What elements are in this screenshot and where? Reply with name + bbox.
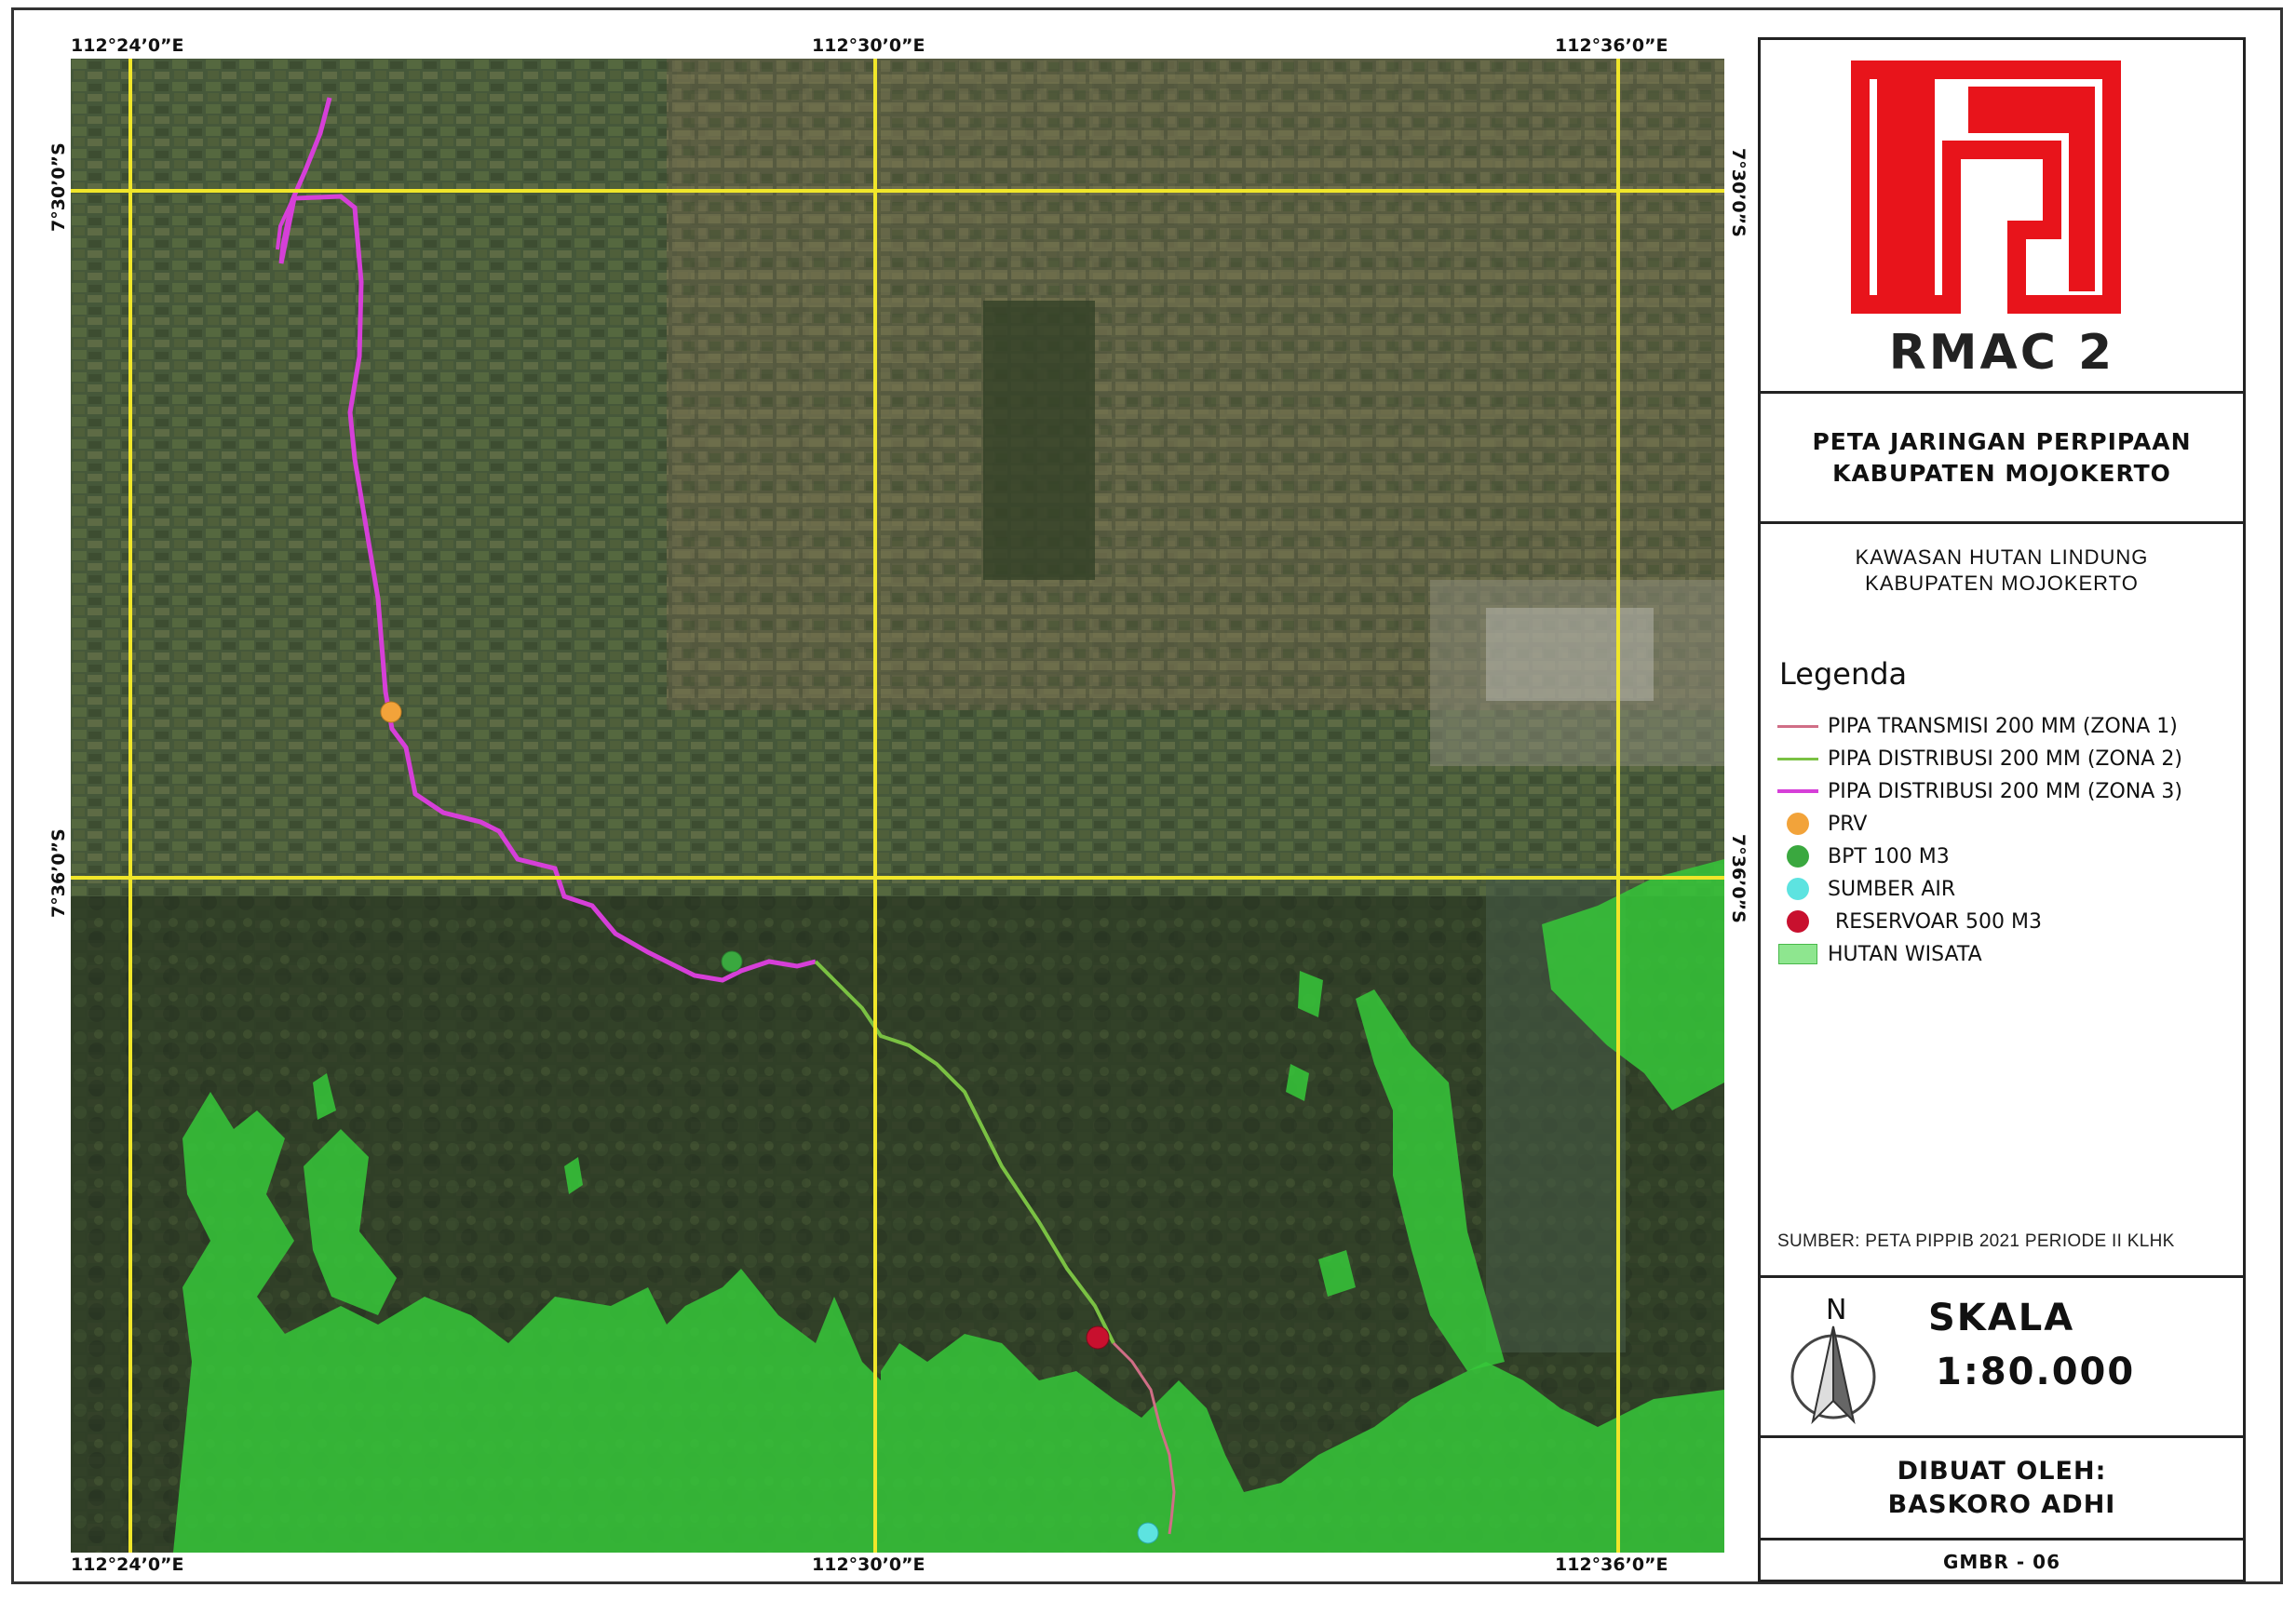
legend-item-prv: PRV — [1777, 810, 1867, 838]
bpt-marker — [721, 950, 743, 973]
dot-symbol-icon — [1787, 910, 1809, 933]
coord-right-1: 7°30’0”S — [1728, 148, 1749, 237]
author-section: DIBUAT OLEH: BASKORO ADHI — [1761, 1438, 2243, 1540]
legend-label: PIPA DISTRIBUSI 200 MM (ZONA 2) — [1828, 747, 2182, 771]
coord-left-1: 7°30’0”S — [48, 142, 69, 232]
rmac-logo-icon — [1851, 61, 2121, 314]
dot-symbol-icon — [1787, 813, 1809, 835]
coord-top-1: 112°24’0”E — [71, 35, 184, 56]
legend-section: KAWASAN HUTAN LINDUNG KABUPATEN MOJOKERT… — [1761, 524, 2243, 1278]
coord-left-2: 7°36’0”S — [48, 828, 69, 918]
grid-lines — [71, 59, 1724, 1553]
legend-item-sumber-air: SUMBER AIR — [1777, 875, 1955, 903]
prv-marker — [380, 701, 402, 723]
reservoar-marker — [1086, 1325, 1110, 1350]
dot-symbol-icon — [1787, 878, 1809, 900]
area-symbol-icon — [1778, 944, 1817, 964]
coord-top-3: 112°36’0”E — [1555, 35, 1668, 56]
legend-item-reservoar: RESERVOAR 500 M3 — [1777, 908, 2042, 935]
pipe-zona-1 — [1112, 1341, 1176, 1535]
coord-bottom-1: 112°24’0”E — [71, 1554, 184, 1575]
map-canvas[interactable] — [71, 59, 1724, 1553]
coord-bottom-2: 112°30’0”E — [812, 1554, 925, 1575]
legend-item-pipa-transmisi: PIPA TRANSMISI 200 MM (ZONA 1) — [1777, 712, 2178, 740]
scale-section: N SKALA 1:80.000 — [1761, 1278, 2243, 1438]
subtitle-line-2: KABUPATEN MOJOKERTO — [1865, 572, 2139, 595]
legend-label: HUTAN WISATA — [1828, 942, 1982, 966]
legend-label: PIPA DISTRIBUSI 200 MM (ZONA 3) — [1828, 779, 2182, 803]
legend-item-pipa-zona-3: PIPA DISTRIBUSI 200 MM (ZONA 3) — [1777, 777, 2182, 805]
legend-label: SUMBER AIR — [1828, 877, 1956, 901]
legend-item-pipa-zona-2: PIPA DISTRIBUSI 200 MM (ZONA 2) — [1777, 745, 2182, 773]
line-symbol-icon — [1777, 757, 1818, 760]
dot-symbol-icon — [1787, 845, 1809, 868]
sumber-air-marker — [1137, 1522, 1159, 1544]
line-symbol-icon — [1777, 724, 1818, 728]
coord-right-2: 7°36’0”S — [1728, 834, 1749, 923]
forest-areas — [173, 859, 1724, 1553]
line-symbol-icon — [1777, 789, 1818, 793]
scale-title: SKALA — [1928, 1297, 2075, 1339]
legend-label: RESERVOAR 500 M3 — [1835, 909, 2043, 934]
satellite-map — [71, 59, 1724, 1553]
coord-bottom-3: 112°36’0”E — [1555, 1554, 1668, 1575]
pipe-zona-2 — [814, 960, 1115, 1344]
north-label: N — [1826, 1294, 1846, 1326]
author-name: BASKORO ADHI — [1887, 1489, 2116, 1519]
subtitle-line-1: KAWASAN HUTAN LINDUNG — [1855, 545, 2149, 569]
legend-label: PRV — [1828, 812, 1868, 836]
source-note: SUMBER: PETA PIPPIB 2021 PERIODE II KLHK — [1777, 1231, 2175, 1251]
pipe-zona-3 — [278, 97, 817, 983]
map-title-line-1: PETA JARINGAN PERPIPAAN — [1812, 427, 2192, 455]
logo-text: RMAC 2 — [1888, 325, 2115, 381]
coord-top-2: 112°30’0”E — [812, 35, 925, 56]
legend-label: BPT 100 M3 — [1828, 844, 1950, 868]
logo-section: RMAC 2 — [1761, 40, 2243, 394]
legend-label: PIPA TRANSMISI 200 MM (ZONA 1) — [1828, 714, 2178, 738]
scale-value: 1:80.000 — [1936, 1351, 2136, 1393]
map-info-panel: RMAC 2 PETA JARINGAN PERPIPAAN KABUPATEN… — [1758, 37, 2246, 1582]
north-arrow-icon: N — [1790, 1294, 1876, 1425]
legend-heading: Legenda — [1779, 656, 1908, 692]
map-title-line-2: KABUPATEN MOJOKERTO — [1832, 459, 2171, 487]
map-code-section: GMBR - 06 — [1761, 1540, 2243, 1582]
title-section: PETA JARINGAN PERPIPAAN KABUPATEN MOJOKE… — [1761, 394, 2243, 524]
map-code: GMBR - 06 — [1942, 1550, 2061, 1573]
subtitle-block: KAWASAN HUTAN LINDUNG KABUPATEN MOJOKERT… — [1761, 545, 2243, 597]
legend-item-hutan-wisata: HUTAN WISATA — [1777, 940, 1982, 968]
legend-item-bpt: BPT 100 M3 — [1777, 842, 1950, 870]
author-label: DIBUAT OLEH: — [1897, 1456, 2107, 1486]
